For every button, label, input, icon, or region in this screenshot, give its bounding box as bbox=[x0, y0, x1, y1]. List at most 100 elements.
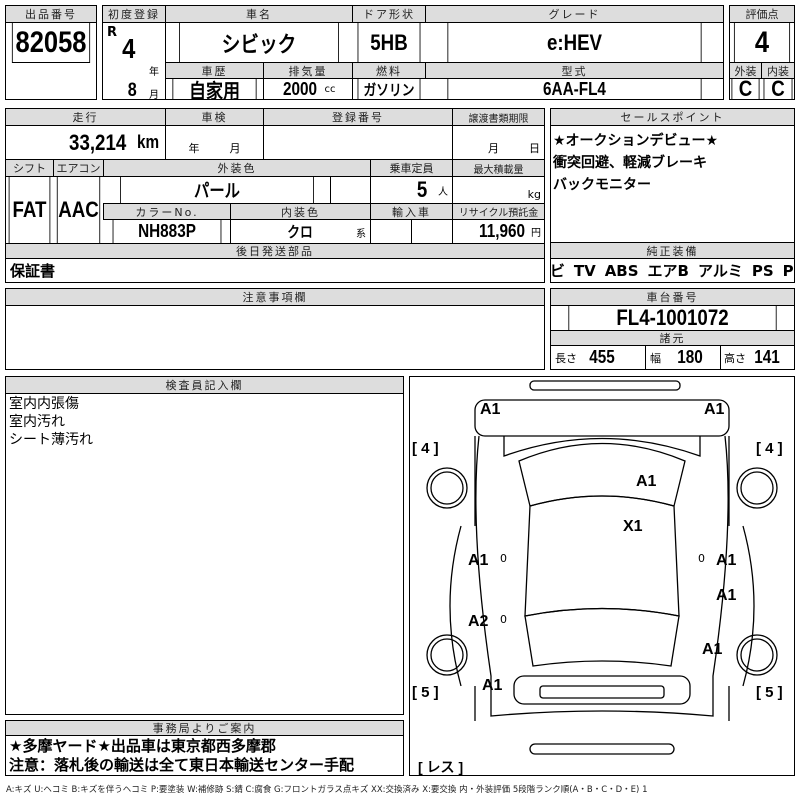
int-label: 内装 bbox=[761, 62, 795, 79]
capacity-label: 乗車定員 bbox=[370, 159, 453, 177]
office-notes: ★多摩ヤード★出品車は東京都西多摩郡 注意：落札後の輸送は全て東日本輸送センター… bbox=[9, 737, 354, 775]
aircon: AAC bbox=[56, 176, 101, 244]
tire-depth: [ 4 ] bbox=[756, 440, 783, 457]
aircon-label: エアコン bbox=[53, 159, 104, 177]
equipment-item: PW bbox=[782, 261, 794, 280]
office-label: 事務局よりご案内 bbox=[5, 720, 404, 736]
transfer-month-unit: 月 bbox=[488, 142, 499, 155]
inspection-month-unit: 月 bbox=[229, 142, 241, 155]
cc-unit: cc bbox=[324, 83, 336, 95]
inspector-note: 室内汚れ bbox=[9, 414, 65, 430]
transfer-label: 譲渡書類期限 bbox=[452, 108, 545, 126]
sales-points-label: セールスポイント bbox=[550, 108, 795, 126]
damage-diagram: A1 A1 A1 X1 A1 A1 A1 A2 A1 A1 0 0 0 [ 4 … bbox=[409, 376, 795, 776]
car-outline-icon bbox=[425, 379, 778, 755]
damage-mark: A1 bbox=[716, 587, 737, 604]
import-value bbox=[370, 219, 412, 244]
fuel: ガソリン bbox=[357, 78, 421, 100]
shift-label: シフト bbox=[5, 159, 54, 177]
lot-label: 出品番号 bbox=[5, 5, 97, 23]
tire-depth: [ 5 ] bbox=[756, 684, 783, 701]
tire-depth: [ 4 ] bbox=[412, 440, 439, 457]
sales-point: ★オークションデビュー★ bbox=[553, 133, 719, 149]
shift: FAT bbox=[8, 176, 51, 244]
era: R bbox=[107, 25, 118, 40]
equipment-item: TV bbox=[573, 261, 596, 280]
zero-mark: 0 bbox=[698, 552, 705, 565]
year-unit: 年 bbox=[149, 67, 159, 78]
lot-number: 82058 bbox=[11, 22, 91, 63]
ext-color-blank bbox=[330, 176, 371, 204]
damage-mark: X1 bbox=[623, 518, 643, 535]
damage-mark: A1 bbox=[468, 552, 489, 569]
inspector-label: 検査員記入欄 bbox=[5, 376, 404, 394]
damage-mark: A1 bbox=[704, 401, 725, 418]
car-name: シビック bbox=[179, 22, 339, 63]
door-type: 5HB bbox=[357, 22, 421, 63]
import-value-2 bbox=[411, 219, 453, 244]
sales-point: 衝突回避、軽減ブレーキ bbox=[553, 155, 707, 171]
score-label: 評価点 bbox=[729, 5, 795, 23]
ext-score: C bbox=[731, 78, 760, 100]
first-reg-label: 初度登録 bbox=[102, 5, 166, 23]
int-color-label: 内装色 bbox=[230, 203, 371, 220]
office-line: 注意：落札後の輸送は全て東日本輸送センター手配 bbox=[9, 756, 355, 774]
int-color-unit: 系 bbox=[356, 229, 366, 240]
model-code: 6AA-FL4 bbox=[447, 78, 702, 100]
int-score: C bbox=[763, 78, 793, 100]
mileage-label: 走行 bbox=[5, 108, 166, 126]
grade-label: グレード bbox=[425, 5, 724, 23]
recycle-fee: 11,960 bbox=[478, 221, 525, 241]
later-parts: 保証書 bbox=[5, 258, 545, 283]
width: 180 bbox=[677, 347, 703, 367]
km-unit: km bbox=[136, 132, 160, 152]
length-label: 長さ bbox=[555, 351, 577, 365]
damage-mark: A2 bbox=[468, 613, 489, 630]
equipment-item: ナビ bbox=[550, 262, 565, 280]
capacity: 5 bbox=[416, 177, 428, 202]
later-parts-label: 後日発送部品 bbox=[5, 243, 545, 259]
reg-no-label: 登録番号 bbox=[263, 108, 453, 126]
fuel-label: 燃料 bbox=[352, 62, 426, 79]
height: 141 bbox=[754, 347, 780, 367]
grade: e:HEV bbox=[447, 22, 702, 63]
sales-points-box: セールスポイント ★オークションデビュー★ 衝突回避、軽減ブレーキ バックモニタ… bbox=[550, 108, 795, 283]
ext-label: 外装 bbox=[729, 62, 762, 79]
reg-month: 8 bbox=[127, 80, 137, 100]
transfer-day-unit: 日 bbox=[529, 142, 540, 155]
ext-color: パール bbox=[120, 176, 314, 204]
zero-mark: 0 bbox=[500, 613, 507, 626]
equipment-label: 純正装備 bbox=[550, 242, 795, 259]
displacement: 2000 bbox=[283, 78, 318, 99]
height-label: 高さ bbox=[724, 351, 746, 365]
width-label: 幅 bbox=[650, 351, 661, 365]
lot-box: 出品番号 82058 bbox=[5, 5, 97, 100]
equipment-item: ABS bbox=[604, 261, 639, 280]
zero-mark: 0 bbox=[500, 552, 507, 565]
caution-box: 注意事項欄 bbox=[5, 288, 545, 370]
spare-tire: [ レス ] bbox=[418, 759, 464, 775]
damage-mark: A1 bbox=[716, 552, 737, 569]
equipment-item: PS bbox=[751, 261, 774, 280]
door-label: ドア形状 bbox=[352, 5, 426, 23]
ext-color-label: 外装色 bbox=[103, 159, 371, 177]
vehicle-box: 初度登録 車名 ドア形状 グレード R 4 年 8 月 シビック 5HB e:H… bbox=[102, 5, 724, 100]
person-unit: 人 bbox=[438, 186, 448, 198]
inspector-note: シート薄汚れ bbox=[9, 432, 93, 448]
legend: A:キズ U:ヘコミ B:キズを伴うヘコミ P:要塗装 W:補修跡 S:錆 C:… bbox=[6, 785, 648, 795]
displacement-label: 排気量 bbox=[263, 62, 353, 79]
month-unit: 月 bbox=[149, 90, 159, 100]
model-label: 型式 bbox=[425, 62, 724, 79]
yen-unit: 円 bbox=[531, 228, 541, 239]
int-color: クロ bbox=[287, 224, 314, 241]
first-reg: R 4 年 8 月 bbox=[102, 22, 166, 100]
office-box: 事務局よりご案内 ★多摩ヤード★出品車は東京都西多摩郡 注意：落札後の輸送は全て… bbox=[5, 720, 404, 776]
chassis-label: 車台番号 bbox=[550, 288, 795, 306]
reg-no-value bbox=[263, 125, 453, 160]
damage-mark: A1 bbox=[636, 473, 657, 490]
mileage: 33,214 bbox=[68, 129, 126, 155]
recycle-label: リサイクル預託金 bbox=[452, 203, 545, 220]
tire-depth: [ 5 ] bbox=[412, 684, 439, 701]
